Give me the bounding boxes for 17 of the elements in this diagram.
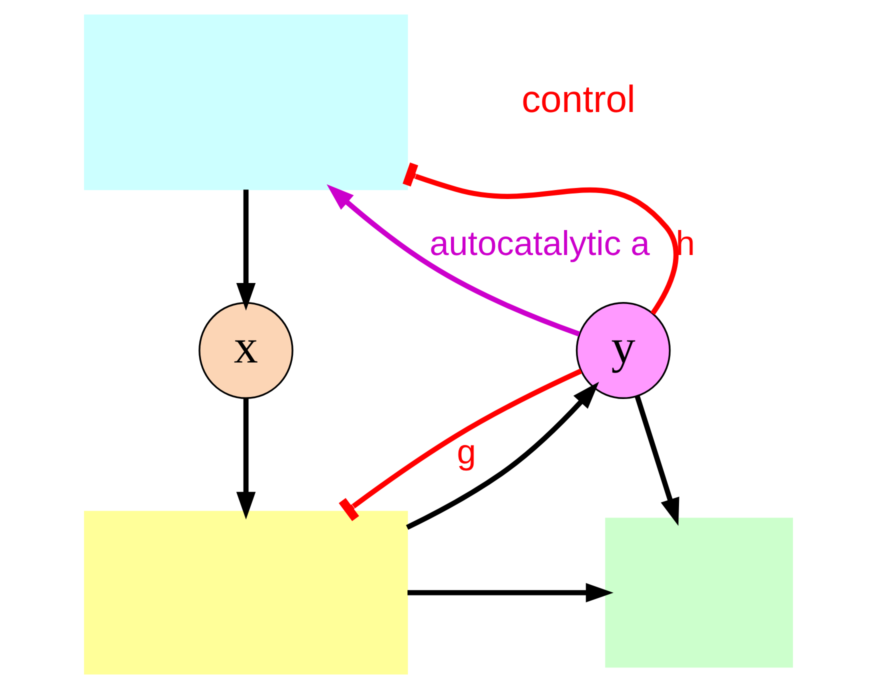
connector bbox=[338, 368, 582, 522]
label: control bbox=[522, 78, 636, 121]
arrow bbox=[236, 398, 256, 520]
arrow bbox=[408, 583, 614, 602]
connector bbox=[402, 162, 679, 315]
edge-label: g bbox=[456, 434, 476, 472]
arrow bbox=[406, 382, 600, 530]
node-circle: y bbox=[576, 302, 671, 400]
arrow bbox=[236, 190, 256, 311]
edge-label: autocatalytic a bbox=[430, 224, 650, 263]
edge-label: h bbox=[676, 224, 695, 263]
node-box bbox=[605, 518, 793, 668]
arrow bbox=[634, 395, 680, 526]
node-circle: x bbox=[198, 302, 294, 400]
arrow bbox=[326, 184, 580, 337]
node-box bbox=[84, 510, 408, 675]
node-box bbox=[84, 14, 408, 190]
